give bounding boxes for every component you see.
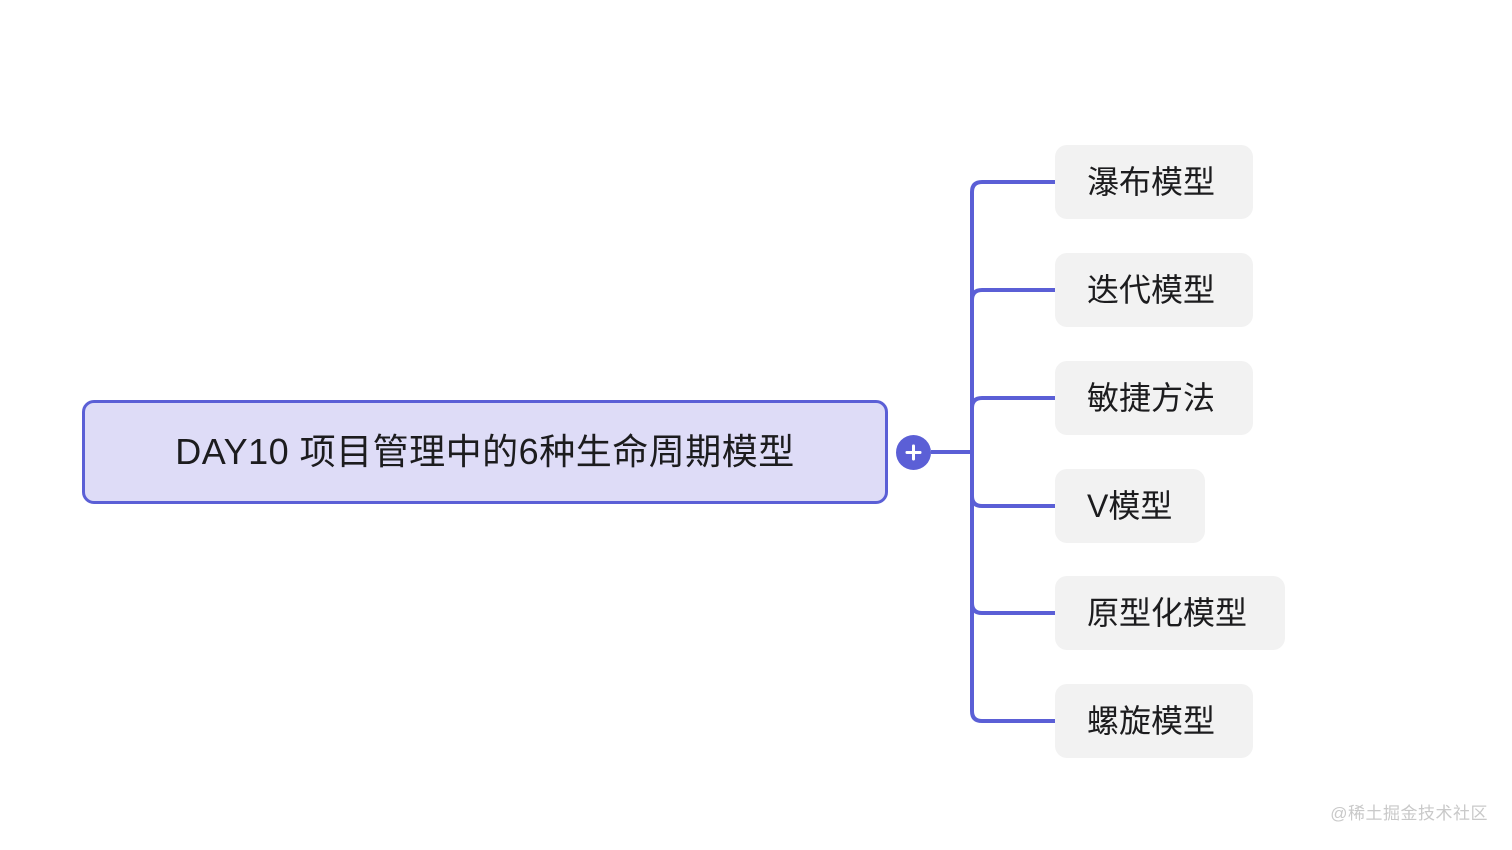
child-node-6[interactable]: 螺旋模型 [1055,684,1253,758]
connector-branch-5 [970,602,1055,615]
connector-branch-3 [970,396,1055,409]
child-node-label: 迭代模型 [1087,272,1216,308]
expand-toggle-button[interactable] [896,435,931,470]
child-node-label: 原型化模型 [1087,595,1248,631]
child-node-label: 螺旋模型 [1087,703,1216,739]
child-node-2[interactable]: 迭代模型 [1055,253,1253,327]
child-node-label: 敏捷方法 [1087,380,1216,416]
child-node-label: 瀑布模型 [1087,164,1216,200]
child-node-label: V模型 [1087,488,1173,524]
child-node-1[interactable]: 瀑布模型 [1055,145,1253,219]
child-node-3[interactable]: 敏捷方法 [1055,361,1253,435]
watermark: @稀土掘金技术社区 [1330,804,1488,823]
connector-branch-4 [970,495,1055,508]
root-node-label: DAY10 项目管理中的6种生命周期模型 [175,431,795,472]
connector-branch-2 [970,288,1055,301]
connector-branch-6 [970,710,1055,723]
connector-branch-1 [970,180,1055,193]
plus-icon [904,443,923,462]
root-node[interactable]: DAY10 项目管理中的6种生命周期模型 [82,400,888,504]
child-node-5[interactable]: 原型化模型 [1055,576,1285,650]
child-node-4[interactable]: V模型 [1055,469,1205,543]
